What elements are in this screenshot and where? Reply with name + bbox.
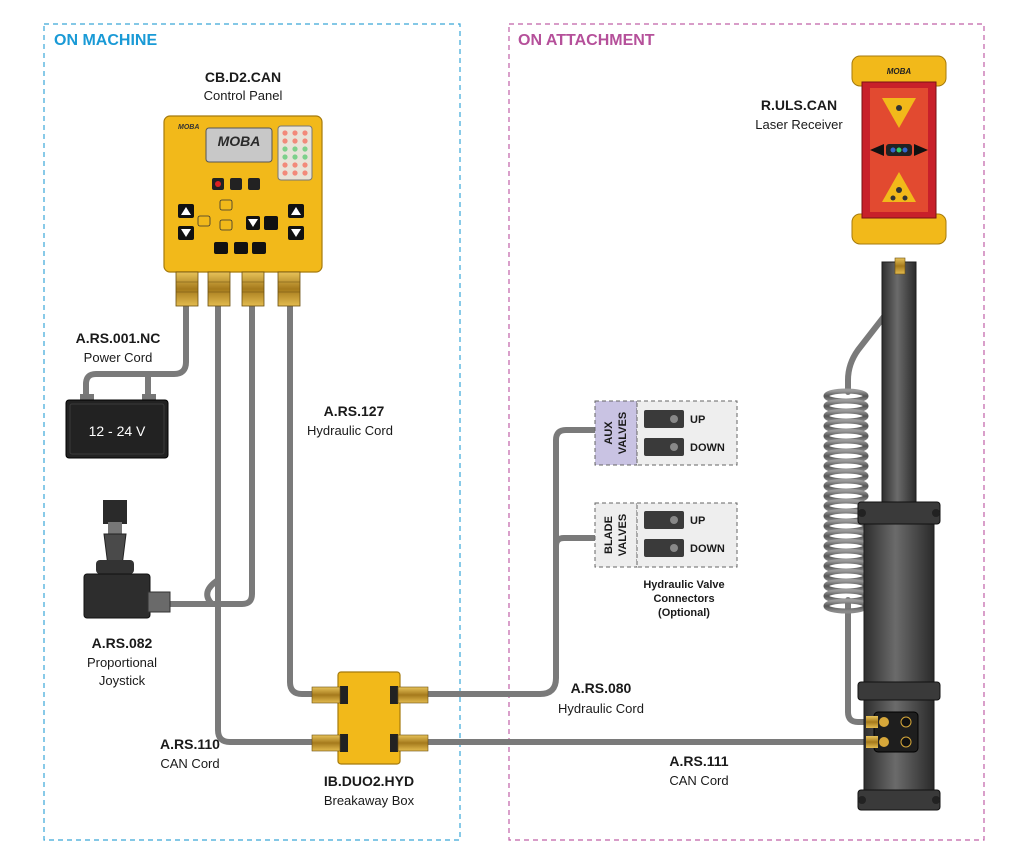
battery: 12 - 24 V [65,394,169,459]
valve-note-2: Connectors [653,593,714,605]
receiver-brand: MOBA [887,67,912,76]
can-cord-111-id: A.RS.111 [669,753,728,769]
pole-connector-block [866,711,919,753]
can-cord-110-cable [215,302,315,745]
aux-down-label: DOWN [690,442,725,454]
coiled-cable [823,388,869,614]
aux-valve-cable [553,427,603,563]
receiver-cable-low [845,597,877,725]
hydraulic-cord-080-cable [425,535,603,697]
blade-up-label: UP [690,515,705,527]
aux-valves-label-1: AUX [603,421,615,445]
valve-note-1: Hydraulic Valve [643,579,724,591]
laser-receiver: MOBA [851,55,947,245]
power-cord-id: A.RS.001.NC [76,330,161,346]
can-cord-110-desc: CAN Cord [160,756,219,771]
breakaway-box [311,671,429,765]
zone-on-machine: ON MACHINE [43,23,461,841]
control-panel-id: CB.D2.CAN [205,69,281,85]
hydraulic-cord-127-cable [287,302,315,697]
hydraulic-cord-080-id: A.RS.080 [571,680,632,696]
blade-valves-label-1: BLADE [603,516,615,554]
blade-down-label: DOWN [690,543,725,555]
aux-valves-label-2: VALVES [617,412,629,454]
joystick-desc-2: Joystick [99,673,146,688]
aux-valves-group: AUX VALVES UP DOWN [594,400,738,466]
joystick-desc-1: Proportional [87,655,157,670]
cables [83,267,901,745]
joystick-cord-cable [167,302,255,607]
power-cord-cable [83,302,189,401]
battery-label: 12 - 24 V [89,423,146,439]
blade-valves-label-2: VALVES [617,514,629,556]
can-cord-110-id: A.RS.110 [160,736,220,752]
laser-receiver-desc: Laser Receiver [755,117,843,132]
labels: CB.D2.CAN Control Panel A.RS.001.NC Powe… [76,69,844,808]
aux-up-label: UP [690,414,705,426]
control-panel-desc: Control Panel [204,88,283,103]
can-cord-111-desc: CAN Cord [669,773,728,788]
zone-attachment-title: ON ATTACHMENT [518,32,655,49]
panel-brand: MOBA [218,133,261,149]
hydraulic-cord-080-desc: Hydraulic Cord [558,701,644,716]
zone-machine-title: ON MACHINE [54,32,157,49]
hydraulic-cord-127-id: A.RS.127 [324,403,385,419]
joystick-id: A.RS.082 [92,635,153,651]
panel-ports [175,271,301,307]
control-panel: MOBA MOBA [163,115,323,307]
breakaway-box-id: IB.DUO2.HYD [324,773,414,789]
breakaway-box-desc: Breakaway Box [324,793,415,808]
laser-receiver-id: R.ULS.CAN [761,97,837,113]
zone-on-attachment: ON ATTACHMENT [508,23,985,841]
hydraulic-cord-127-desc: Hydraulic Cord [307,423,393,438]
power-cord-desc: Power Cord [84,350,153,365]
blade-valves-group: BLADE VALVES UP DOWN [594,502,738,568]
panel-brand-small: MOBA [178,124,199,131]
valve-note-3: (Optional) [658,607,710,619]
joystick [83,500,171,619]
joystick-cord-loop [204,577,221,607]
